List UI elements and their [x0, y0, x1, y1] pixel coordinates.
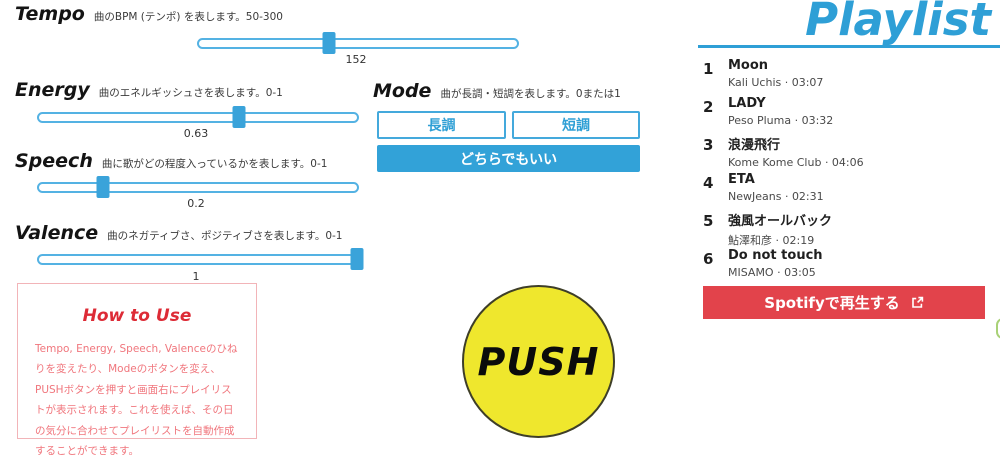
track-number: 3 — [703, 136, 714, 154]
tempo-description: 曲のBPM (テンポ) を表します。50-300 — [93, 11, 283, 23]
push-button[interactable]: PUSH — [462, 285, 615, 438]
speech-description: 曲に歌がどの程度入っているかを表します。0-1 — [101, 158, 328, 170]
how-to-use-box: How to Use Tempo, Energy, Speech, Valenc… — [17, 283, 257, 457]
track-row: 2 LADY Peso Pluma · 03:32 — [703, 96, 987, 127]
valence-value: 1 — [192, 270, 200, 283]
track-row: 6 Do not touch MISAMO · 03:05 — [703, 248, 987, 279]
valence-section-header: Valence 曲のネガティブさ、ポジティブさを表します。0-1 — [15, 222, 342, 244]
speech-section-header: Speech 曲に歌がどの程度入っているかを表します。0-1 — [15, 150, 327, 172]
track-meta: MISAMO · 03:05 — [728, 266, 816, 279]
track-row: 1 Moon Kali Uchis · 03:07 — [703, 58, 987, 89]
mode-description: 曲が長調・短調を表します。0または1 — [440, 88, 621, 100]
track-meta: 鮎澤和彦 · 02:19 — [728, 234, 815, 247]
external-link-icon — [911, 296, 924, 309]
track-number: 4 — [703, 174, 714, 192]
how-to-use-body: Tempo, Energy, Speech, Valenceのひねりを変えたり、… — [35, 343, 238, 458]
speech-title: Speech — [15, 150, 93, 172]
energy-description: 曲のエネルギッシュさを表します。0-1 — [98, 87, 283, 99]
spotify-play-button-label: Spotifyで再生する — [764, 294, 900, 312]
track-meta: NewJeans · 02:31 — [728, 190, 824, 203]
track-title: 浪漫飛行 — [728, 138, 781, 153]
track-number: 6 — [703, 250, 714, 268]
mode-either-button[interactable]: どちらでもいい — [377, 145, 640, 172]
track-row: 3 浪漫飛行 Kome Kome Club · 04:06 — [703, 134, 987, 169]
tempo-value: 152 — [345, 53, 367, 66]
tempo-slider-handle[interactable] — [322, 32, 336, 54]
playlist-title: Playlist — [805, 0, 991, 46]
tempo-title: Tempo — [15, 3, 85, 25]
track-title: LADY — [728, 96, 766, 111]
mode-minor-button[interactable]: 短調 — [512, 111, 640, 139]
track-number: 1 — [703, 60, 714, 78]
track-title: ETA — [728, 172, 755, 187]
tempo-section-header: Tempo 曲のBPM (テンポ) を表します。50-300 — [15, 3, 283, 25]
tempo-slider[interactable] — [197, 32, 519, 54]
track-title: Do not touch — [728, 248, 823, 263]
speech-slider[interactable] — [37, 176, 359, 198]
speech-value: 0.2 — [187, 197, 205, 210]
mode-section-header: Mode 曲が長調・短調を表します。0または1 — [373, 80, 621, 102]
track-meta: Kali Uchis · 03:07 — [728, 76, 824, 89]
speech-slider-handle[interactable] — [96, 176, 110, 198]
track-number: 2 — [703, 98, 714, 116]
track-meta: Kome Kome Club · 04:06 — [728, 156, 864, 169]
valence-slider-handle[interactable] — [350, 248, 364, 270]
track-row: 4 ETA NewJeans · 02:31 — [703, 172, 987, 203]
track-meta: Peso Pluma · 03:32 — [728, 114, 834, 127]
valence-title: Valence — [15, 222, 99, 244]
valence-slider[interactable] — [37, 248, 364, 270]
energy-slider[interactable] — [37, 106, 359, 128]
track-title: Moon — [728, 58, 769, 73]
spotify-play-button[interactable]: Spotifyで再生する — [703, 286, 985, 319]
energy-title: Energy — [15, 79, 90, 101]
energy-section-header: Energy 曲のエネルギッシュさを表します。0-1 — [15, 79, 283, 101]
track-row: 5 強風オールバック 鮎澤和彦 · 02:19 — [703, 210, 987, 248]
energy-value: 0.63 — [183, 127, 209, 140]
track-number: 5 — [703, 212, 714, 230]
mode-major-button[interactable]: 長調 — [377, 111, 506, 139]
track-title: 強風オールバック — [728, 214, 833, 229]
edge-partial-widget — [996, 318, 1000, 339]
mode-title: Mode — [373, 80, 432, 102]
playlist-title-underline — [698, 45, 1000, 48]
energy-slider-handle[interactable] — [232, 106, 246, 128]
how-to-use-title: How to Use — [82, 306, 192, 326]
valence-description: 曲のネガティブさ、ポジティブさを表します。0-1 — [107, 230, 343, 242]
